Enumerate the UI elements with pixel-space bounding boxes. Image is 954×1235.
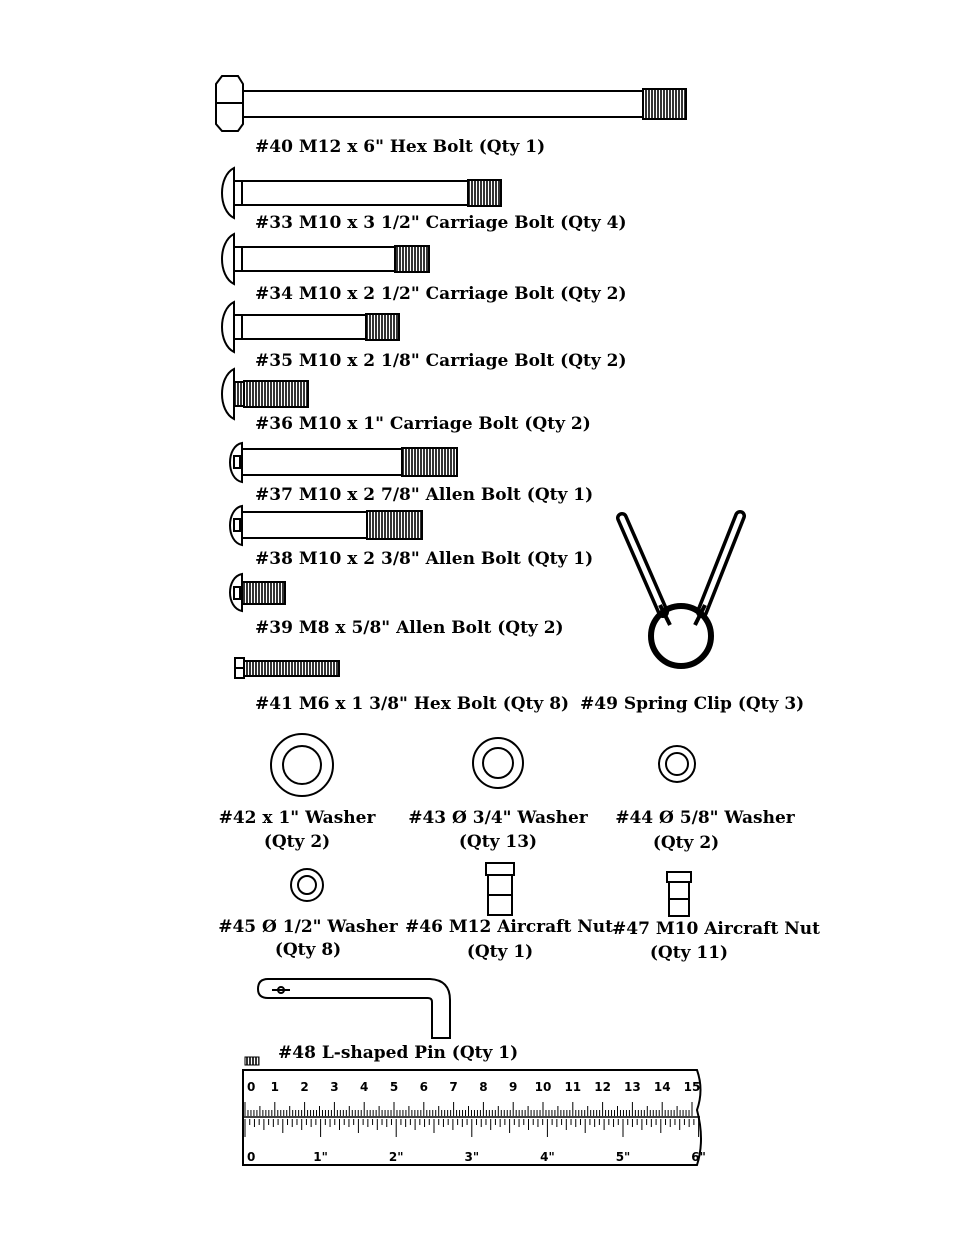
part-36-label: #36 M10 x 1" Carriage Bolt (Qty 2) — [255, 414, 591, 434]
ruler-cm-label: 3 — [330, 1080, 338, 1094]
part-47-qty: (Qty 11) — [649, 943, 729, 963]
ruler-inch-labels: 0 1" 2" 3" 4" 5" 6" — [247, 1150, 706, 1164]
ruler-inch-label: 1" — [313, 1150, 328, 1164]
ruler-cm-label: 8 — [479, 1080, 487, 1094]
allen-bolt-37-icon — [229, 441, 458, 484]
ruler-cm-label: 11 — [564, 1080, 581, 1094]
ruler-cm-label: 1 — [271, 1080, 279, 1094]
aircraft-nut-46-icon — [485, 862, 515, 916]
aircraft-nut-47-icon — [666, 871, 692, 917]
part-45-qty: (Qty 8) — [274, 940, 342, 960]
washer-44-icon — [658, 745, 696, 783]
ruler-cm-label: 13 — [624, 1080, 641, 1094]
part-40-label: #40 M12 x 6" Hex Bolt (Qty 1) — [255, 137, 546, 157]
part-34-label: #34 M10 x 2 1/2" Carriage Bolt (Qty 2) — [255, 284, 627, 304]
hex-bolt-40-icon — [215, 75, 687, 132]
part-46-qty: (Qty 1) — [466, 942, 534, 962]
washer-43-icon — [472, 737, 524, 789]
hex-bolt-41-icon — [234, 657, 340, 679]
part-42-qty: (Qty 2) — [263, 832, 331, 852]
part-41-label: #41 M6 x 1 3/8" Hex Bolt (Qty 8) — [255, 694, 570, 714]
part-46-label: #46 M12 Aircraft Nut — [405, 917, 613, 937]
carriage-bolt-35-icon — [221, 300, 400, 354]
part-45-label: #45 Ø 1/2" Washer — [218, 917, 398, 937]
ruler-inch-label: 2" — [389, 1150, 404, 1164]
part-47-label: #47 M10 Aircraft Nut — [612, 919, 820, 939]
part-42-label: #42 x 1" Washer — [218, 808, 376, 828]
small-thread-mark-icon — [244, 1056, 260, 1066]
ruler-cm-ticks — [244, 1102, 693, 1116]
ruler-inch-ticks — [244, 1119, 700, 1137]
part-33-label: #33 M10 x 3 1/2" Carriage Bolt (Qty 4) — [255, 213, 627, 233]
carriage-bolt-36-icon — [221, 367, 309, 421]
ruler-inch-label: 4" — [540, 1150, 555, 1164]
part-35-label: #35 M10 x 2 1/8" Carriage Bolt (Qty 2) — [255, 351, 627, 371]
ruler-cm-label: 6 — [420, 1080, 428, 1094]
ruler-inch-label: 6" — [691, 1150, 706, 1164]
spring-clip-49-icon — [616, 510, 746, 669]
ruler-inch-label: 0 — [247, 1150, 255, 1164]
ruler-cm-label: 0 — [247, 1080, 255, 1094]
ruler-cm-label: 10 — [535, 1080, 552, 1094]
part-44-label: #44 Ø 5/8" Washer — [615, 808, 795, 828]
washer-42-icon — [270, 733, 334, 797]
carriage-bolt-34-icon — [221, 232, 430, 286]
part-44-qty: (Qty 2) — [652, 833, 720, 853]
part-48-label: #48 L-shaped Pin (Qty 1) — [278, 1043, 519, 1063]
part-43-label: #43 Ø 3/4" Washer — [408, 808, 588, 828]
ruler-cm-label: 5 — [390, 1080, 398, 1094]
ruler-cm-label: 4 — [360, 1080, 368, 1094]
ruler-cm-label: 15 — [684, 1080, 701, 1094]
part-37-label: #37 M10 x 2 7/8" Allen Bolt (Qty 1) — [255, 485, 594, 505]
l-shaped-pin-48-icon — [256, 978, 451, 1039]
ruler-cm-label: 12 — [594, 1080, 611, 1094]
allen-bolt-39-icon — [229, 572, 286, 613]
carriage-bolt-33-icon — [221, 166, 502, 220]
ruler-cm-label: 7 — [449, 1080, 457, 1094]
ruler-inch-label: 5" — [616, 1150, 631, 1164]
washer-45-icon — [290, 868, 324, 902]
part-49-label: #49 Spring Clip (Qty 3) — [580, 694, 805, 714]
ruler-cm-label: 14 — [654, 1080, 671, 1094]
allen-bolt-38-icon — [229, 504, 423, 547]
part-39-label: #39 M8 x 5/8" Allen Bolt (Qty 2) — [255, 618, 564, 638]
ruler-inch-label: 3" — [464, 1150, 479, 1164]
part-43-qty: (Qty 13) — [458, 832, 538, 852]
ruler-cm-label: 2 — [300, 1080, 308, 1094]
ruler-cm-label: 9 — [509, 1080, 517, 1094]
part-38-label: #38 M10 x 2 3/8" Allen Bolt (Qty 1) — [255, 549, 594, 569]
